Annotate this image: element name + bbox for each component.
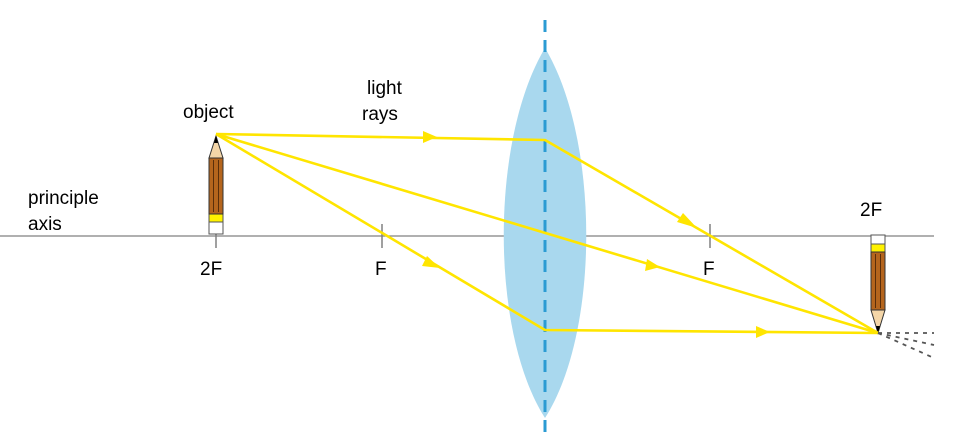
arrow-1 <box>423 131 437 143</box>
arrow-4 <box>422 256 440 268</box>
ray-through-centre <box>215 132 879 335</box>
label-object: object <box>183 102 234 123</box>
ray-parallel <box>215 132 879 335</box>
label-light: light <box>367 78 403 99</box>
extended-rays <box>877 332 935 359</box>
arrow-2 <box>677 213 697 228</box>
ray-arrows <box>422 131 770 338</box>
object-pencil <box>208 134 224 235</box>
label-axis: axis <box>28 214 62 235</box>
image-pencil <box>870 234 886 335</box>
label-2f-right: 2F <box>860 200 882 221</box>
label-2f-left: 2F <box>200 259 222 280</box>
label-rays: rays <box>362 104 398 125</box>
label-f-right: F <box>703 259 715 280</box>
label-principle: principle <box>28 188 99 209</box>
label-f-left: F <box>375 259 387 280</box>
arrow-3 <box>645 259 660 271</box>
arrow-5 <box>756 326 770 338</box>
